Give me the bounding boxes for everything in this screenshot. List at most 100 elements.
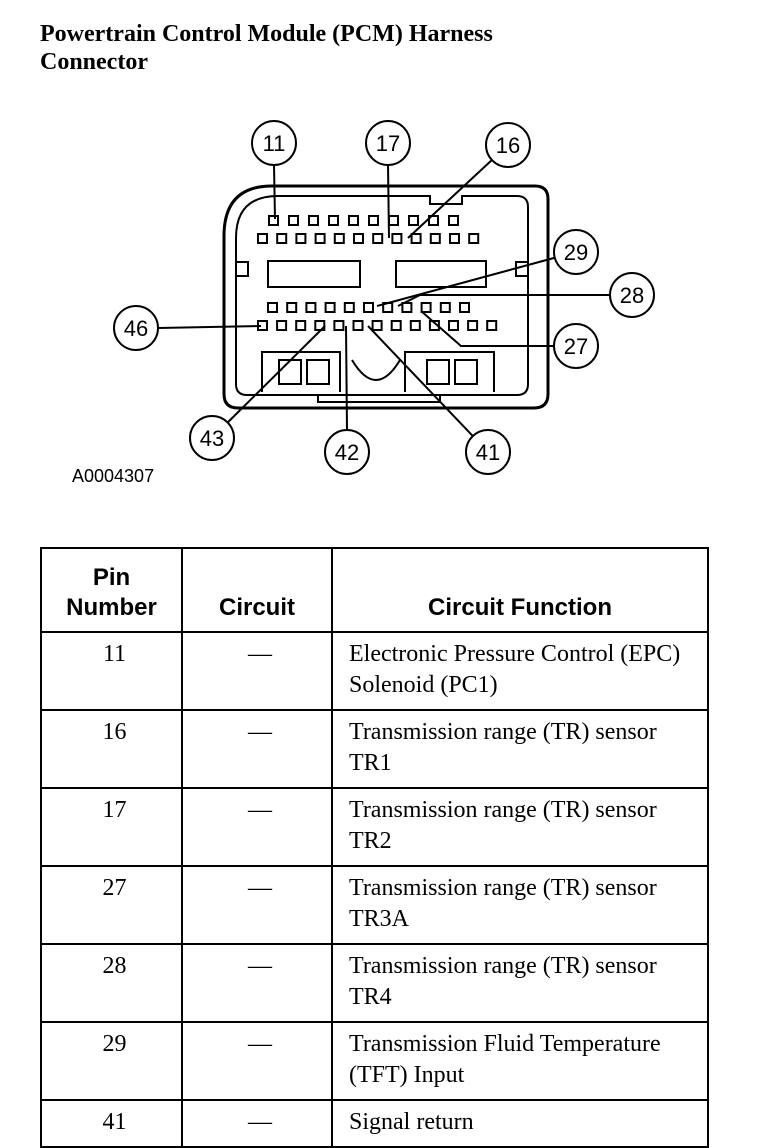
callout-label: 16 [496, 133, 520, 158]
callout-label: 27 [564, 334, 588, 359]
pin-terminal [363, 302, 374, 313]
callout-circle [553, 323, 599, 369]
left-latch [235, 261, 249, 277]
circuit-cell: — [181, 943, 333, 1023]
pin-terminal [439, 302, 451, 313]
lower-left-terminal-b [306, 359, 330, 385]
header-circuit: Circuit [181, 547, 333, 633]
callout-label: 11 [263, 131, 286, 156]
pin-terminal [467, 320, 479, 331]
callout-label: 42 [335, 440, 359, 465]
callout-leader-line [376, 256, 556, 307]
callout-leader-line [273, 164, 276, 220]
pin-cell: 11 [40, 631, 183, 711]
callout-circle [251, 120, 297, 166]
pin-table: Pin Number Circuit Circuit Function 11 —… [40, 547, 709, 1148]
pin-terminal [348, 215, 359, 226]
pin-terminal [486, 320, 498, 331]
pin-terminal [371, 320, 383, 331]
lower-key-left [261, 351, 341, 392]
callout-leader-line [226, 325, 326, 424]
header-pin-line-1: Pin [92, 564, 131, 591]
pin-terminal [328, 215, 339, 226]
callout-leader-line [367, 325, 474, 437]
pin-terminal [276, 233, 288, 244]
bottom-tab [317, 395, 441, 403]
callout-label: 46 [124, 316, 148, 341]
table-header-row: Pin Number Circuit Circuit Function [40, 547, 709, 633]
circuit-cell: — [181, 1099, 333, 1148]
circuit-cell: — [181, 787, 333, 867]
callout-label: 28 [620, 283, 644, 308]
left-slot [267, 260, 361, 288]
pin-terminal [308, 215, 319, 226]
pin-terminal [391, 233, 403, 244]
header-circuit-function: Circuit Function [331, 547, 709, 633]
pin-terminal [276, 320, 288, 331]
table-row: 27 — Transmission range (TR) sensor TR3A [40, 865, 709, 945]
function-cell: Transmission range (TR) sensor TR3A [331, 865, 709, 945]
pin-terminal [333, 320, 345, 331]
callout-circle [365, 120, 411, 166]
pin-terminal [420, 302, 432, 313]
circuit-cell: — [181, 1021, 333, 1101]
pin-terminal [408, 215, 419, 226]
connector-pins [257, 215, 498, 331]
function-cell: Transmission range (TR) sensor TR2 [331, 787, 709, 867]
pin-terminal [343, 302, 355, 313]
pin-terminal [286, 302, 298, 313]
pin-terminal [368, 215, 379, 226]
pin-terminal [429, 233, 441, 244]
callout-circle [553, 229, 599, 275]
lower-left-terminal-a [278, 359, 302, 385]
pin-terminal [353, 233, 364, 244]
pin-terminal [295, 233, 307, 244]
callout-circle [189, 415, 235, 461]
pin-terminal [390, 320, 402, 331]
function-cell: Signal return [331, 1099, 709, 1148]
pin-cell: 16 [40, 709, 183, 789]
function-cell: Electronic Pressure Control (EPC) Soleno… [331, 631, 709, 711]
pin-cell: 28 [40, 943, 183, 1023]
pin-terminal [257, 233, 268, 244]
function-cell: Transmission range (TR) sensor TR4 [331, 943, 709, 1023]
circuit-cell: — [181, 631, 333, 711]
callout-leader-line [420, 310, 554, 347]
pin-cell: 17 [40, 787, 183, 867]
pin-terminal [295, 320, 307, 331]
pin-terminal [305, 302, 317, 313]
figure-id: A0004307 [72, 466, 154, 486]
connector-housing-outer [222, 184, 550, 410]
title-line-1: Powertrain Control Module (PCM) Harness [40, 21, 493, 47]
pin-terminal [409, 320, 421, 331]
callout-circle [609, 272, 655, 318]
pin-terminal [448, 215, 459, 226]
table-row: 28 — Transmission range (TR) sensor TR4 [40, 943, 709, 1023]
callout-circle [324, 429, 370, 475]
callout-circle [113, 305, 159, 351]
pin-terminal [388, 215, 399, 226]
lower-right-terminal-a [426, 359, 450, 385]
table-row: 41 — Signal return [40, 1099, 709, 1148]
callout-leader-line [407, 159, 493, 239]
circuit-cell: — [181, 865, 333, 945]
lower-right-terminal-b [454, 359, 478, 385]
pin-terminal [352, 320, 364, 331]
pin-cell: 29 [40, 1021, 183, 1101]
circuit-cell: — [181, 709, 333, 789]
callout-circle [465, 429, 511, 475]
pin-terminal [268, 215, 279, 226]
callout-leaders [157, 159, 610, 437]
table-row: 16 — Transmission range (TR) sensor TR1 [40, 709, 709, 789]
connector-housing-inner [235, 195, 529, 396]
callout-circle [485, 122, 531, 168]
page-title: Powertrain Control Module (PCM) Harness … [40, 20, 493, 76]
table-row: 29 — Transmission Fluid Temperature (TFT… [40, 1021, 709, 1101]
pin-terminal [267, 302, 278, 313]
lower-key-right [404, 351, 495, 392]
pin-terminal [314, 233, 326, 244]
function-cell: Transmission Fluid Temperature (TFT) Inp… [331, 1021, 709, 1101]
pin-terminal [324, 302, 336, 313]
callout-leader-line [387, 164, 390, 239]
